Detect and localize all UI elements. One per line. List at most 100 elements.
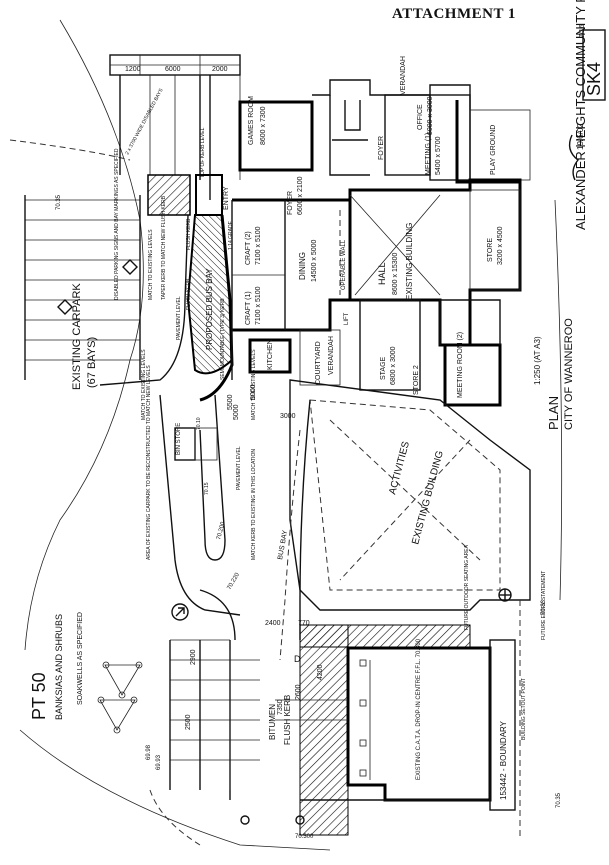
level-69-93: 69.93 xyxy=(156,754,162,770)
label-match-existing2: MATCH TO EXISTING LEVELS xyxy=(141,349,147,420)
title-plan-label: PLAN xyxy=(546,396,561,430)
label-stage-size: 6800 x 3000 xyxy=(390,346,397,385)
label-dining-size: 14500 x 5000 xyxy=(311,239,318,282)
label-bitumen: BITUMEN xyxy=(268,704,277,740)
label-area-existing: AREA OF EXISTING CARPARK TO BE RECONSTRU… xyxy=(146,365,152,560)
disabled-bay-hatch xyxy=(147,174,191,216)
bus-bay-road-edge xyxy=(99,214,189,386)
activities-building-outline xyxy=(289,379,531,611)
courtyard-outline xyxy=(299,329,341,386)
label-courtyard: COURTYARD xyxy=(315,341,322,385)
label-future-outdoor: FUTURE OUTDOOR SEATING AREA xyxy=(464,544,470,630)
attachment-header: ATTACHMENT 1 xyxy=(392,6,516,22)
dim-2600: 2600 xyxy=(295,684,302,700)
label-craft1-size: 7100 x 5100 xyxy=(255,286,262,325)
playground-area xyxy=(469,109,531,181)
label-lift: LIFT xyxy=(344,312,350,325)
dim-2500: 2500 xyxy=(185,714,192,730)
north-stair-block xyxy=(329,95,370,176)
dim-770: 770 xyxy=(298,620,310,627)
level-69-98: 69.98 xyxy=(146,744,152,760)
top-wing-outline xyxy=(312,79,521,230)
label-store2: STORE 2 xyxy=(413,365,420,395)
dim-5000b: 5000 xyxy=(233,404,240,420)
label-carpark: EXISTING CARPARK xyxy=(71,283,83,390)
north-arrow xyxy=(171,603,189,621)
label-banksias: BANKSIAS AND SHRUBS xyxy=(54,614,64,720)
soakwell-triangles xyxy=(97,661,143,734)
label-craft1: CRAFT (1) xyxy=(245,291,252,325)
level-70-35: 70.35 xyxy=(56,194,62,210)
dim-6000: 6000 xyxy=(165,66,181,73)
dim-7350: 7350 xyxy=(277,699,284,715)
label-flush-kerb2: FLUSH KERB xyxy=(186,218,192,250)
title-scale: 1:250 (AT A3) xyxy=(533,336,542,385)
label-future-entry: FUTURE ENTRY STATEMENT xyxy=(541,571,547,640)
carpark-bays-left xyxy=(24,195,141,380)
lower-parking-bays xyxy=(169,589,260,800)
label-pavement-level: PAVEMENT LEVEL xyxy=(176,296,182,340)
label-operable-wall: OPERABLE WALL xyxy=(341,239,347,290)
label-pt50: PT 50 xyxy=(29,672,49,720)
label-pavement-level2: PAVEMENT LEVEL xyxy=(236,446,242,490)
dim-3000: 3000 xyxy=(280,413,296,420)
dim-5500: 5500 xyxy=(227,394,234,410)
label-foyer: FOYER xyxy=(287,191,294,215)
games-room-wall xyxy=(238,100,314,172)
hall-roof-lines xyxy=(349,194,441,296)
label-hall: HALL xyxy=(377,262,387,285)
activities-hip-lines xyxy=(329,419,481,581)
label-dining: DINING xyxy=(298,252,307,280)
title-date: 19/6/02 xyxy=(576,123,585,150)
label-craft2-size: 7100 x 5100 xyxy=(255,226,262,265)
label-disabled-bays: 2 x 3700 WIDE DISABLED BAYS xyxy=(124,87,164,156)
label-office-size: 6000 x 3000 xyxy=(427,96,434,135)
label-kitchen: KITCHEN xyxy=(267,339,274,370)
activities-roof-dash xyxy=(309,399,501,591)
label-meeting2: MEETING ROOM (2) xyxy=(457,332,464,398)
dim-1200: 1200 xyxy=(125,66,141,73)
kitchen-wall xyxy=(248,338,292,374)
level-70-220: 70.220 xyxy=(227,572,242,591)
hall-wall xyxy=(348,178,522,347)
label-proposed-bus-bay: PROPOSED BUS BAY xyxy=(205,268,214,350)
top-kerb-box xyxy=(195,174,223,216)
store-room xyxy=(469,189,521,291)
label-playground: PLAY GROUND xyxy=(490,125,497,175)
level-markers xyxy=(240,588,512,825)
title-sweep-line xyxy=(554,199,563,601)
label-flush-kerb3: FLUSH KERB xyxy=(283,695,292,745)
label-d: D xyxy=(294,654,301,664)
level-70-300: 70.300 xyxy=(295,834,314,840)
label-grade: 1:14 GRADE xyxy=(228,220,234,250)
label-semi-mountable-kerb: SEMI-MOUNTABLE (TYPE 3) KERB xyxy=(220,298,226,380)
label-flush-kerb: FLUSH KERB xyxy=(186,278,192,310)
label-games-room: GAMES ROOM xyxy=(248,96,255,145)
level-70-15: 70.15 xyxy=(204,482,210,495)
meeting-room-2-wall xyxy=(443,343,502,407)
soakwell-diamonds xyxy=(57,259,138,315)
bus-bay-road-centerline xyxy=(279,429,301,661)
label-match-existing3: MATCH TO EXISTING LEVELS xyxy=(251,349,257,420)
road-reserve-line xyxy=(9,139,131,161)
meeting-room-wall xyxy=(455,100,520,184)
label-meeting1-size: 5400 x 5700 xyxy=(435,136,442,175)
label-disabled-signs: DISABLED PARKING SIGNS AND BAY MARKINGS … xyxy=(114,148,120,300)
drop-in-columns xyxy=(359,659,367,777)
title-line1: ALEXANDER HEIGHTS COMMUNITY FACILITY xyxy=(573,0,588,230)
dim-4200: 4200 xyxy=(317,664,324,680)
label-store-size: 3200 x 4500 xyxy=(497,226,504,265)
carpark-aisles-lower xyxy=(159,394,241,616)
label-existing-cata: EXISTING C.A.T.A. DROP-IN CENTRE F.F.L. … xyxy=(416,638,422,780)
label-boundary: 153442 - BOUNDARY xyxy=(499,720,508,800)
lower-dim-lines xyxy=(229,650,348,790)
site-boundary-arc xyxy=(24,19,144,651)
label-craft2: CRAFT (2) xyxy=(245,231,252,265)
label-soakwells: SOAKWELLS AS SPECIFIED xyxy=(77,612,84,705)
label-match-existing: MATCH TO EXISTING LEVELS xyxy=(148,229,154,300)
brick-paving-side xyxy=(299,624,349,836)
label-stage: STAGE xyxy=(380,356,387,380)
label-hall-size: 8600 x 15300 xyxy=(392,252,399,295)
label-carpark-bays: (67 BAYS) xyxy=(86,337,98,388)
